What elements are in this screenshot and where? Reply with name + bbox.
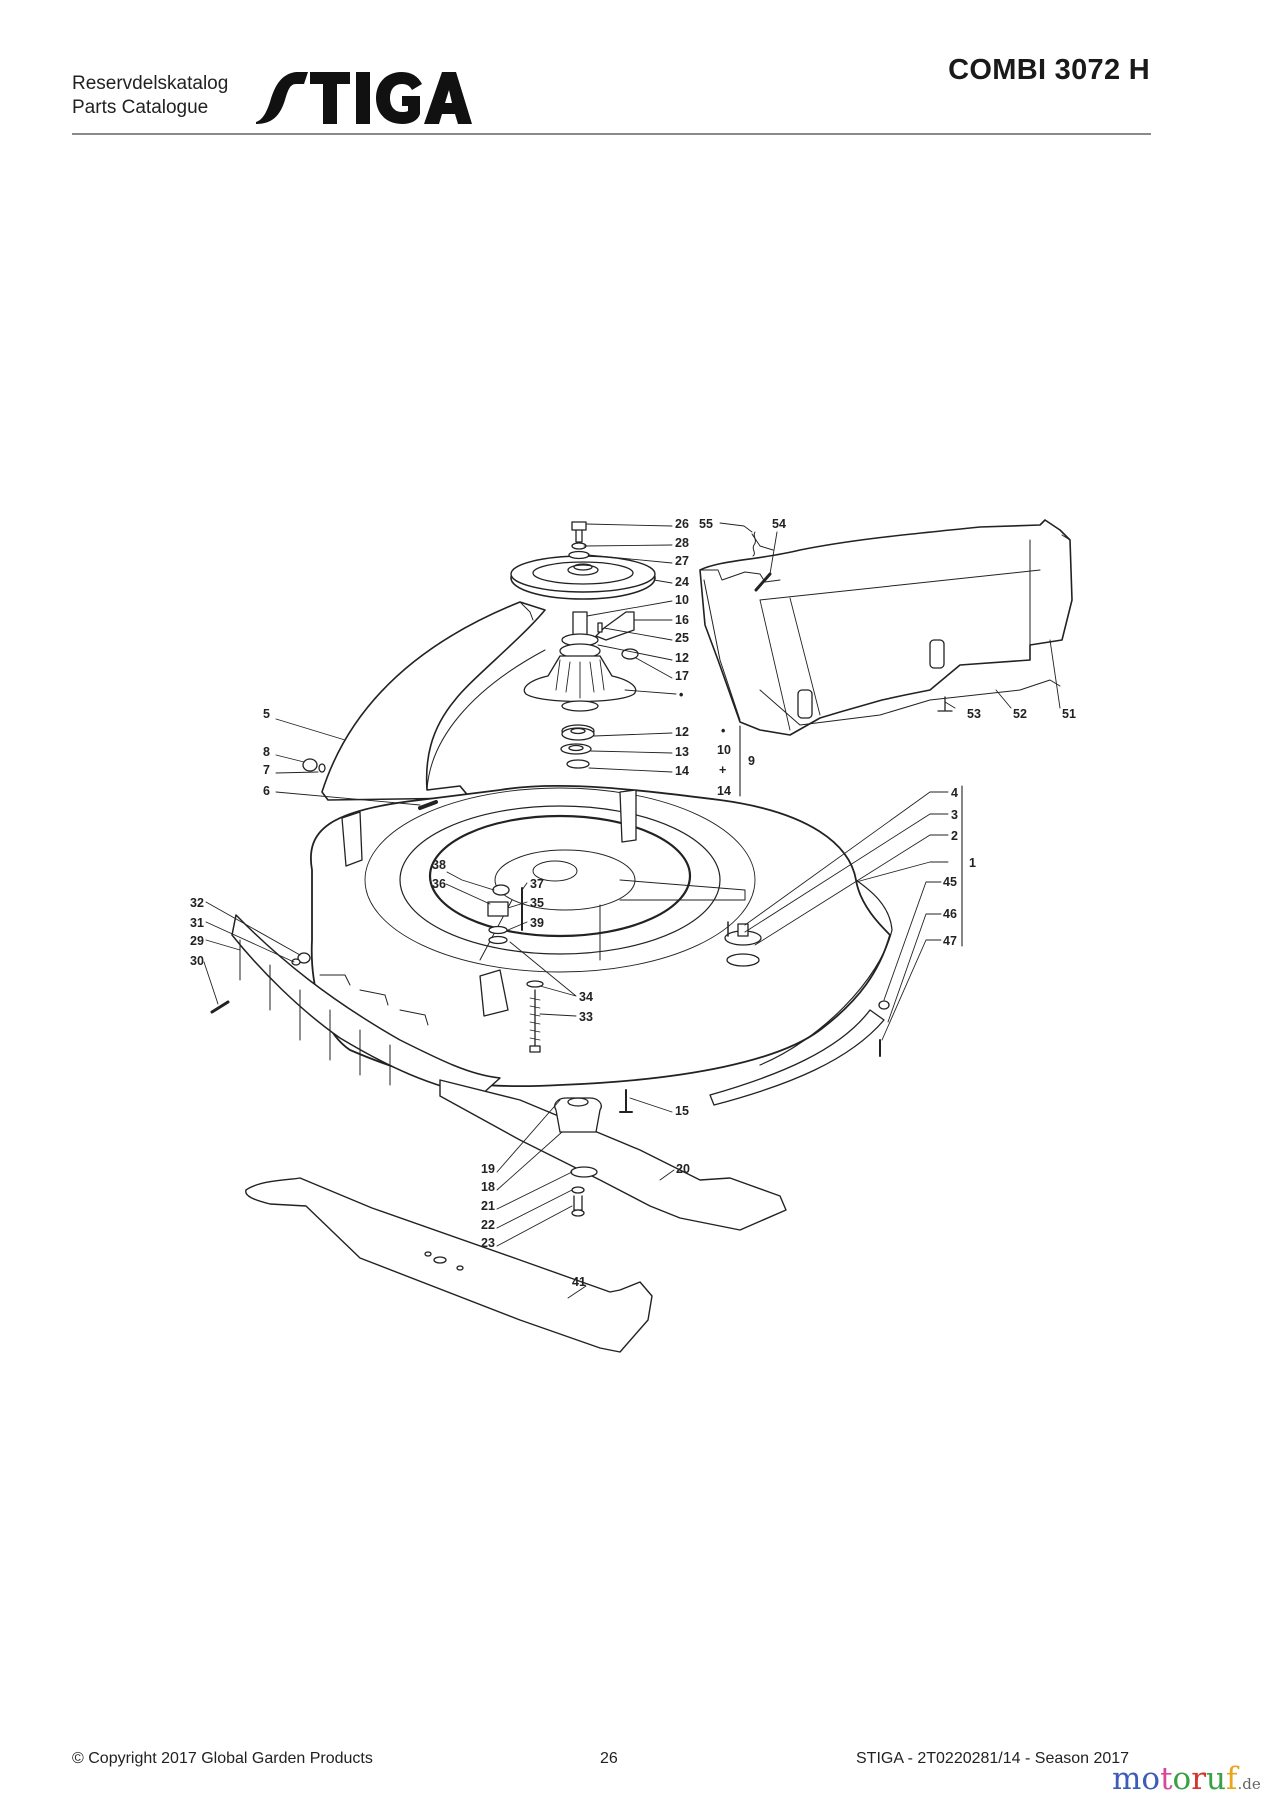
watermark-tld: .de [1237, 1775, 1261, 1793]
kit9-item-plus: + [719, 763, 727, 777]
callout-part-c2: 2 [951, 829, 958, 843]
pulley-part [510, 555, 656, 600]
callout-part-c34: 34 [579, 990, 593, 1004]
callout-part-c41: 41 [572, 1275, 586, 1289]
callout-part-c12b: 12 [675, 725, 689, 739]
header-divider [72, 133, 1151, 135]
callout-part-c29: 29 [190, 934, 204, 948]
callout-part-c12a: 12 [675, 651, 689, 665]
kit9-item-10: 10 [717, 743, 731, 757]
callout-part-c30: 30 [190, 954, 204, 968]
document-id: STIGA - 2T0220281/14 - Season 2017 [856, 1750, 1130, 1767]
blade-20-part [439, 1079, 787, 1231]
catalog-title-swedish: Reservdelskatalog [72, 73, 229, 94]
callout-part-c37: 37 [530, 877, 544, 891]
callout-part-c36: 36 [432, 877, 446, 891]
spindle-housing-part [523, 611, 637, 712]
callout-part-c7: 7 [263, 763, 270, 777]
cutter-deck-part [210, 758, 893, 1106]
callout-part-c20: 20 [676, 1162, 690, 1176]
bearing-washer-stack [560, 724, 595, 769]
nut-17 [621, 648, 639, 660]
watermark-letter: o [1141, 1761, 1161, 1797]
watermark-letter: m [1112, 1761, 1142, 1797]
callout-part-c17: 17 [675, 669, 689, 683]
callout-part-c46: 46 [943, 907, 957, 921]
watermark-letter: f [1226, 1761, 1238, 1797]
callout-part-c32: 32 [190, 896, 204, 910]
callout-part-c1: 1 [969, 856, 976, 870]
callout-part-c4: 4 [951, 786, 958, 800]
screw-53 [937, 696, 953, 712]
callout-part-c54: 54 [772, 517, 786, 531]
callout-part-c14a: 14 [675, 764, 689, 778]
watermark-letter: o [1172, 1761, 1192, 1797]
callout-leader-lines [203, 522, 1061, 1299]
callout-part-c51: 51 [1062, 707, 1076, 721]
belt-cover-part [321, 601, 546, 801]
callout-part-c28: 28 [675, 536, 689, 550]
watermark-letter: t [1160, 1761, 1173, 1797]
catalog-title-english: Parts Catalogue [72, 97, 209, 118]
pulley-bolt-stack [568, 521, 590, 560]
callout-part-c47: 47 [943, 934, 957, 948]
motoruf-watermark: motoruf.de [1112, 1763, 1261, 1800]
callout-part-c25: 25 [675, 631, 689, 645]
callout-part-c18: 18 [481, 1180, 495, 1194]
discharge-chute-part [699, 519, 1073, 736]
callout-part-c19: 19 [481, 1162, 495, 1176]
callout-part-c39: 39 [530, 916, 544, 930]
model-title: COMBI 3072 H [948, 54, 1150, 86]
blade-41-part [245, 1177, 653, 1353]
callout-part-c31: 31 [190, 916, 204, 930]
callout-part-c38: 38 [432, 858, 446, 872]
callout-part-c24: 24 [675, 575, 689, 589]
callout-part-c26: 26 [675, 517, 689, 531]
callout-part-c6: 6 [263, 784, 270, 798]
callout-part-c22: 22 [481, 1218, 495, 1232]
callout-part-c23: 23 [481, 1236, 495, 1250]
page-number: 26 [600, 1750, 618, 1767]
callout-part-c35: 35 [530, 896, 544, 910]
callout-part-c45: 45 [943, 875, 957, 889]
callout-part-c27: 27 [675, 554, 689, 568]
callout-part-c52: 52 [1013, 707, 1027, 721]
callout-part-c33: 33 [579, 1010, 593, 1024]
callout-part-c21: 21 [481, 1199, 495, 1213]
kit9-item-14: 14 [717, 784, 731, 798]
pin-25 [597, 622, 603, 633]
watermark-letter: r [1191, 1761, 1207, 1797]
callout-part-c10a: 10 [675, 593, 689, 607]
kit9-number: 9 [748, 754, 755, 768]
callout-part-c16: 16 [675, 613, 689, 627]
stiga-logo [256, 72, 472, 124]
catalog-heading: Reservdelskatalog Parts Catalogue [72, 72, 228, 120]
watermark-letter: u [1206, 1761, 1227, 1797]
callout-part-cdot: • [679, 688, 684, 702]
callout-part-c8: 8 [263, 745, 270, 759]
copyright-notice: © Copyright 2017 Global Garden Products [72, 1750, 373, 1767]
callout-part-c5: 5 [263, 707, 270, 721]
callout-part-c15: 15 [675, 1104, 689, 1118]
kit9-item-housing: • [721, 724, 726, 738]
callout-part-c13: 13 [675, 745, 689, 759]
callout-part-c3: 3 [951, 808, 958, 822]
callout-part-c53: 53 [967, 707, 981, 721]
callout-part-c55: 55 [699, 517, 713, 531]
